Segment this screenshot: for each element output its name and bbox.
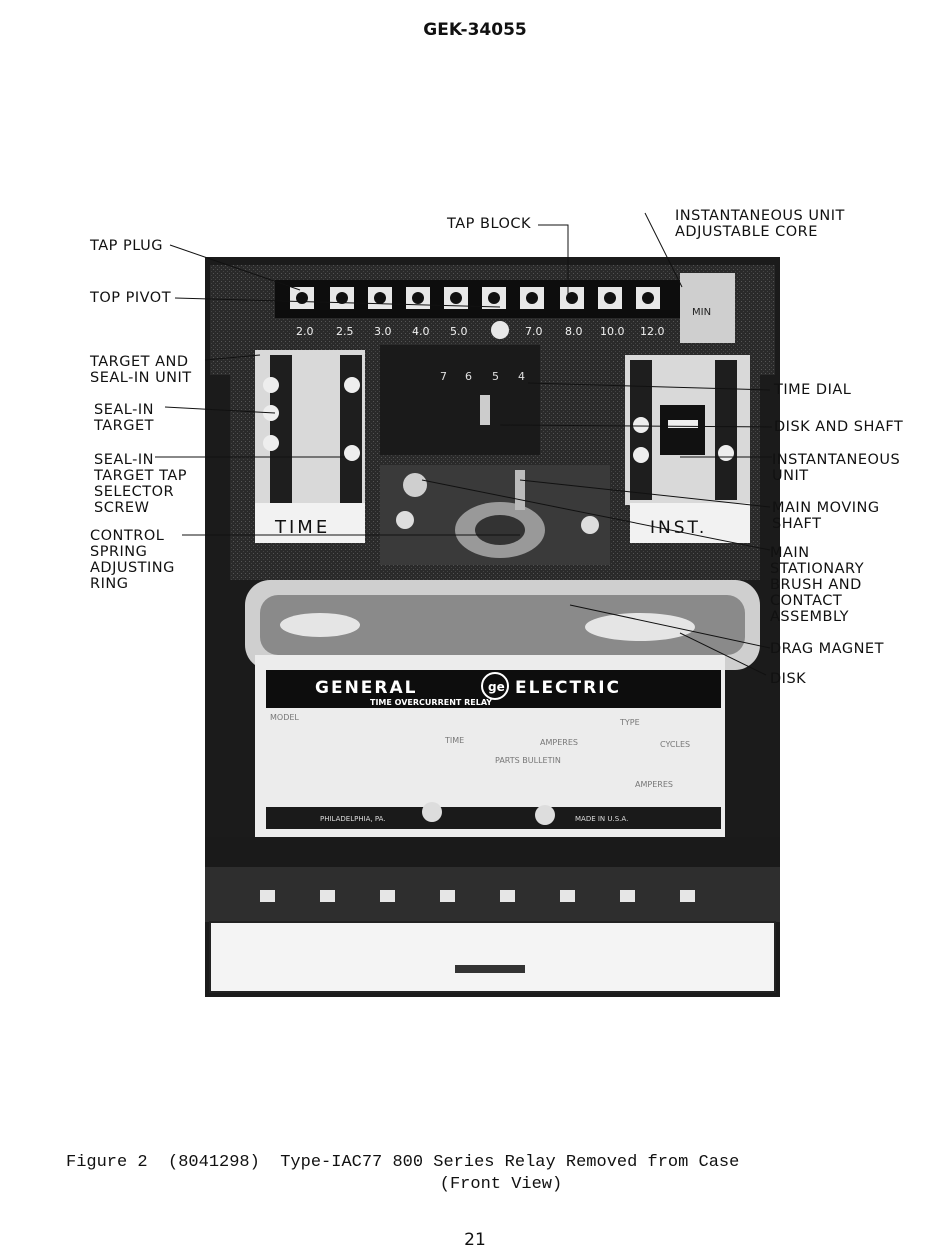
tap-value: 12.0 [640,325,665,338]
leader-lines [155,212,773,676]
callout-tap-block: TAP BLOCK [447,216,532,232]
svg-text:ge: ge [488,680,505,694]
ge-logo [481,672,509,700]
caption-line-2: (Front View) [439,1175,563,1194]
callout-inst-adjustable-core: INSTANTANEOUS UNIT ADJUSTABLE CORE [675,208,845,240]
cycles-label: CYCLES [660,740,690,749]
city-label: PHILADELPHIA, PA. [320,815,386,823]
plate-time-label: TIME [444,736,464,745]
callout-seal-in-target: SEAL-IN TARGET [94,402,154,434]
callout-time-dial: TIME DIAL [774,382,852,398]
dial-number: 6 [465,370,472,383]
tap-value: 7.0 [525,325,543,338]
model-label: MODEL [270,713,299,722]
amperes-label: AMPERES [540,738,578,747]
callout-tap-plug: TAP PLUG [90,238,163,254]
figure-caption: Figure 2 (8041298) Type-IAC77 800 Series… [66,1152,906,1196]
tap-value: 3.0 [374,325,392,338]
callout-target-seal-in-unit: TARGET AND SEAL-IN UNIT [90,354,192,386]
tap-value: 8.0 [565,325,583,338]
tap-value: 5.0 [450,325,468,338]
type-label: TYPE [619,718,640,727]
callout-seal-in-tap-screw: SEAL-IN TARGET TAP SELECTOR SCREW [94,452,187,516]
callout-main-stationary-brush: MAIN STATIONARY BRUSH AND CONTACT ASSEMB… [770,545,865,625]
dial-number: 5 [492,370,499,383]
tap-value: 2.0 [296,325,314,338]
time-dial [380,345,540,455]
min-label: MIN [692,307,711,318]
callout-disk: DISK [770,671,807,687]
tap-value: 2.5 [336,325,354,338]
bulletin-label: PARTS BULLETIN [495,756,561,765]
dial-number: 7 [440,370,447,383]
nameplate-subtitle: TIME OVERCURRENT RELAY [370,698,492,707]
tap-value: 4.0 [412,325,430,338]
tap-value: 10.0 [600,325,625,338]
brand-electric: ELECTRIC [515,678,621,698]
caption-line-1: Figure 2 (8041298) Type-IAC77 800 Series… [66,1153,740,1172]
callout-main-moving-shaft: MAIN MOVING SHAFT [772,500,880,532]
callout-drag-magnet: DRAG MAGNET [770,641,884,657]
inst-core-block [680,273,735,343]
time-label: TIME [274,517,330,538]
callout-control-spring-ring: CONTROL SPRING ADJUSTING RING [90,528,175,592]
made-in-label: MADE IN U.S.A. [575,815,628,823]
callout-disk-and-shaft: DISK AND SHAFT [774,419,904,435]
dial-number: 4 [518,370,525,383]
relay-photo: MIN 2.0 2.5 3.0 4.0 5.0 7.0 8.0 10.0 12.… [60,195,930,1015]
inst-label: INST. [650,518,707,538]
callout-top-pivot: TOP PIVOT [90,290,172,306]
document-id: GEK-34055 [423,20,527,40]
amperes2-label: AMPERES [635,780,673,789]
page-number: 21 [464,1230,486,1250]
callout-instantaneous-unit: INSTANTANEOUS UNIT [772,452,901,484]
brand-general: GENERAL [315,678,418,698]
